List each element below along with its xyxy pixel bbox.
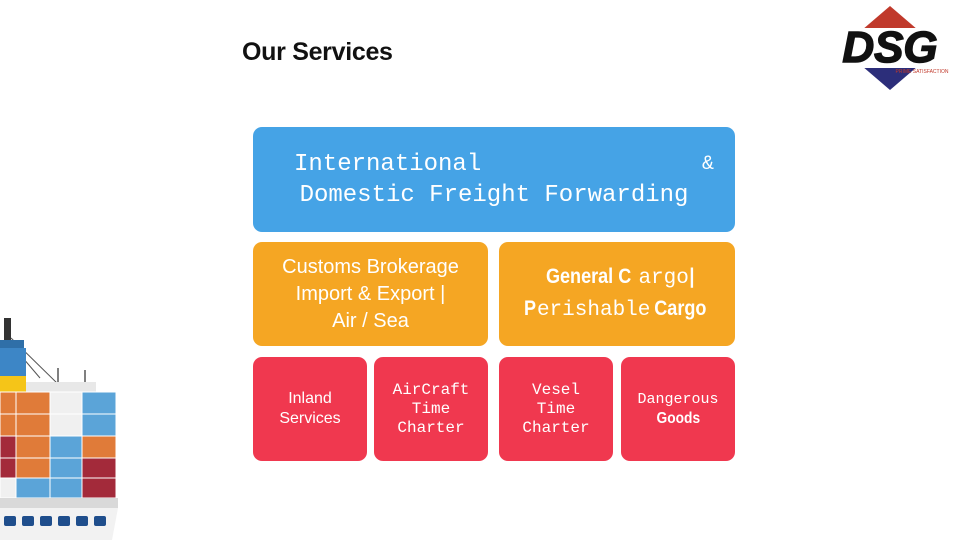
aircraft-line-1: AirCraft — [392, 380, 470, 399]
cargo-line-1: General C argo | — [539, 262, 695, 294]
aircraft-line-3: Charter — [397, 418, 465, 437]
inland-services-box: Inland Services — [253, 357, 367, 461]
cargo-erishable: erishable — [536, 299, 651, 322]
customs-brokerage-box: Customs Brokerage Import & Export | Air … — [253, 242, 488, 346]
aircraft-line-2: Time — [411, 399, 451, 418]
freight-international: International — [294, 150, 482, 178]
cargo-general-c: General C — [546, 265, 632, 288]
svg-text:PRIME SATISFACTION: PRIME SATISFACTION — [896, 69, 949, 75]
dsg-logo: DSG PRIME SATISFACTION — [824, 6, 956, 90]
slide-title: Our Services — [242, 38, 393, 66]
freight-ampersand: & — [701, 152, 714, 176]
dangerous-line-1: Dangerous — [637, 391, 719, 408]
customs-line-1: Customs Brokerage — [282, 255, 459, 278]
aircraft-charter-box: AirCraft Time Charter — [374, 357, 488, 461]
container-ship-illustration — [0, 318, 118, 540]
general-cargo-box: General C argo | Perishable Cargo — [499, 242, 735, 346]
vesel-line-2: Time — [536, 399, 576, 418]
dangerous-goods-box: Dangerous Goods — [621, 357, 735, 461]
cargo-argo: argo — [638, 267, 689, 290]
cargo-line-2: Perishable Cargo — [523, 294, 711, 326]
customs-line-3: Air / Sea — [332, 309, 409, 332]
freight-line-1: International & — [274, 149, 714, 180]
vesel-line-1: Vesel — [531, 380, 580, 399]
inland-line-2: Services — [279, 410, 341, 427]
cargo-p: P — [523, 297, 536, 320]
freight-forwarding-box: International & Domestic Freight Forward… — [253, 127, 735, 232]
cargo-pipe: | — [689, 265, 695, 288]
vesel-line-3: Charter — [522, 418, 590, 437]
svg-text:DSG: DSG — [842, 23, 937, 72]
vesel-charter-box: Vesel Time Charter — [499, 357, 613, 461]
customs-line-2: Import & Export | — [295, 282, 446, 305]
cargo-cargo: Cargo — [654, 297, 707, 320]
freight-line-2: Domestic Freight Forwarding — [299, 181, 689, 209]
dangerous-line-2: Goods — [656, 410, 700, 427]
inland-line-1: Inland — [288, 390, 332, 407]
